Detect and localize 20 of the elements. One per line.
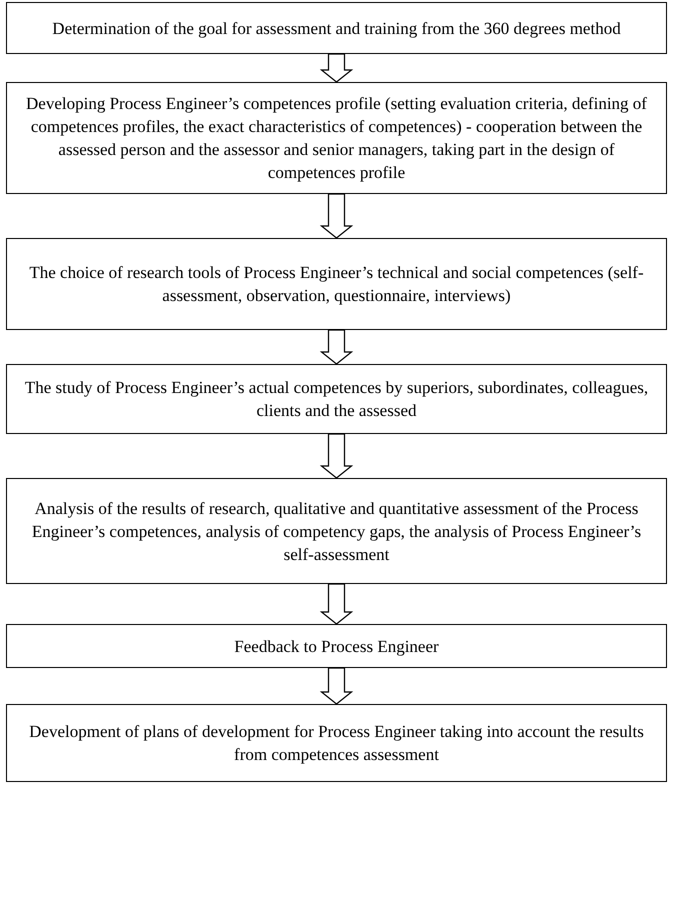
step-text: The study of Process Engineer’s actual competences by superiors, subordinates, colleagues, clients and the assessed [24,377,650,422]
step-text: The choice of research tools of Process Engineer’s technical and social competences (self-assessment, observation, questionnaire, interviews) [28,262,645,307]
step-text: Feedback to Process Engineer [234,636,439,658]
block-arrow [320,53,354,83]
block-arrow [320,433,354,479]
step-text: Development of plans of development for Process Engineer taking into account the results from competences assessment [28,721,645,766]
process-box [6,238,667,330]
block-arrow [320,583,354,625]
block-arrow [320,329,354,365]
process-box [6,364,667,434]
block-arrow [320,193,354,239]
process-box [6,2,667,54]
process-box [6,624,667,668]
step-text: Analysis of the results of research, qualitative and quantitative assessment of the Process Engineer’s competences, analysis of competency gaps, the analysis of Process Engineer’s self-assessment [30,498,642,566]
process-box [6,478,667,584]
step-text: Determination of the goal for assessment and training from the 360 degrees method [52,18,621,40]
process-box [6,82,667,194]
step-text: Developing Process Engineer’s competences profile (setting evaluation criteria, defining of competences profiles, the exact characteristics of competences) - cooperation between the assessed person and the assessor and senior managers, taking part in the design of competences profile [25,93,648,184]
block-arrow [320,667,354,705]
process-box [6,704,667,782]
